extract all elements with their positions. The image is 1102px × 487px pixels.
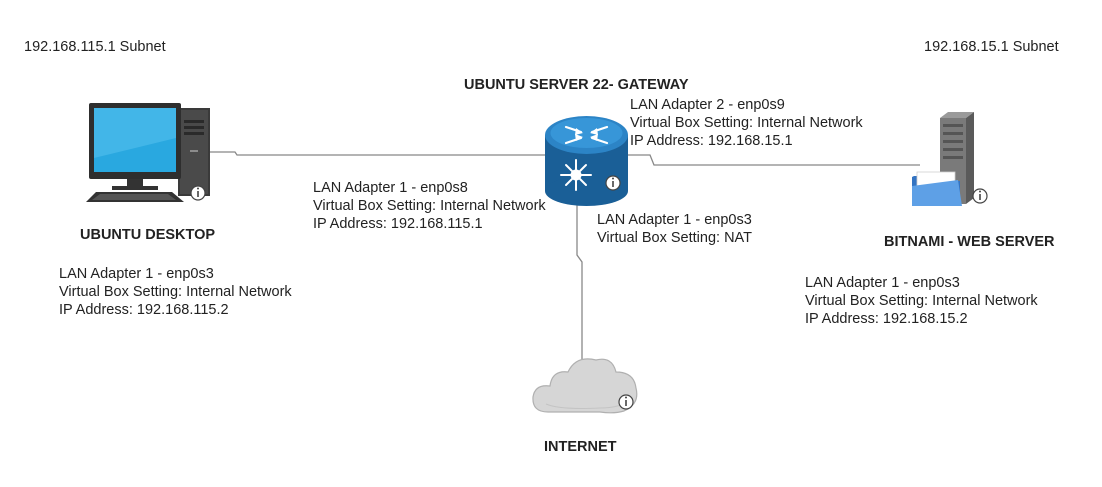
folder-icon[interactable] [912, 171, 962, 206]
info-icon[interactable] [605, 175, 621, 191]
link-gateway-internet [576, 188, 583, 362]
gateway-lan2-info: LAN Adapter 2 - enp0s9 Virtual Box Setti… [630, 96, 863, 150]
webserver-title: BITNAMI - WEB SERVER [884, 234, 1055, 250]
webserver-info-line: IP Address: 192.168.15.2 [805, 311, 968, 327]
subnet-label-right: 192.168.15.1 Subnet [924, 39, 1059, 55]
gateway-nat-info: LAN Adapter 1 - enp0s3 Virtual Box Setti… [597, 211, 752, 247]
gateway-nat-line: Virtual Box Setting: NAT [597, 230, 753, 246]
gateway-lan2-line: IP Address: 192.168.15.1 [630, 133, 793, 149]
computer-icon[interactable] [86, 103, 210, 202]
gateway-lan1-internal-info: LAN Adapter 1 - enp0s8 Virtual Box Setti… [313, 179, 546, 233]
desktop-info-line: LAN Adapter 1 - enp0s3 [59, 266, 214, 282]
webserver-info: LAN Adapter 1 - enp0s3 Virtual Box Setti… [805, 274, 1038, 328]
link-gateway-webserver [628, 154, 920, 166]
info-icon[interactable] [972, 188, 988, 204]
webserver-info-line: Virtual Box Setting: Internal Network [805, 293, 1038, 309]
link-desktop-gateway [205, 151, 545, 156]
subnet-label-left: 192.168.115.1 Subnet [24, 39, 166, 55]
gateway-lan2-line: Virtual Box Setting: Internal Network [630, 115, 863, 131]
gateway-nat-line: LAN Adapter 1 - enp0s3 [597, 212, 752, 228]
info-icon[interactable] [190, 185, 206, 201]
internet-title: INTERNET [544, 439, 617, 455]
gateway-lan1-line: IP Address: 192.168.115.1 [313, 216, 483, 232]
gateway-title: UBUNTU SERVER 22- GATEWAY [464, 77, 689, 93]
gateway-lan1-line: LAN Adapter 1 - enp0s8 [313, 180, 468, 196]
router-icon[interactable] [545, 116, 628, 206]
desktop-info: LAN Adapter 1 - enp0s3 Virtual Box Setti… [59, 265, 292, 319]
webserver-info-line: LAN Adapter 1 - enp0s3 [805, 275, 960, 291]
gateway-lan2-line: LAN Adapter 2 - enp0s9 [630, 97, 785, 113]
info-icon[interactable] [618, 394, 634, 410]
desktop-title: UBUNTU DESKTOP [80, 227, 216, 243]
desktop-info-line: Virtual Box Setting: Internal Network [59, 284, 292, 300]
desktop-info-line: IP Address: 192.168.115.2 [59, 302, 229, 318]
gateway-lan1-line: Virtual Box Setting: Internal Network [313, 198, 546, 214]
